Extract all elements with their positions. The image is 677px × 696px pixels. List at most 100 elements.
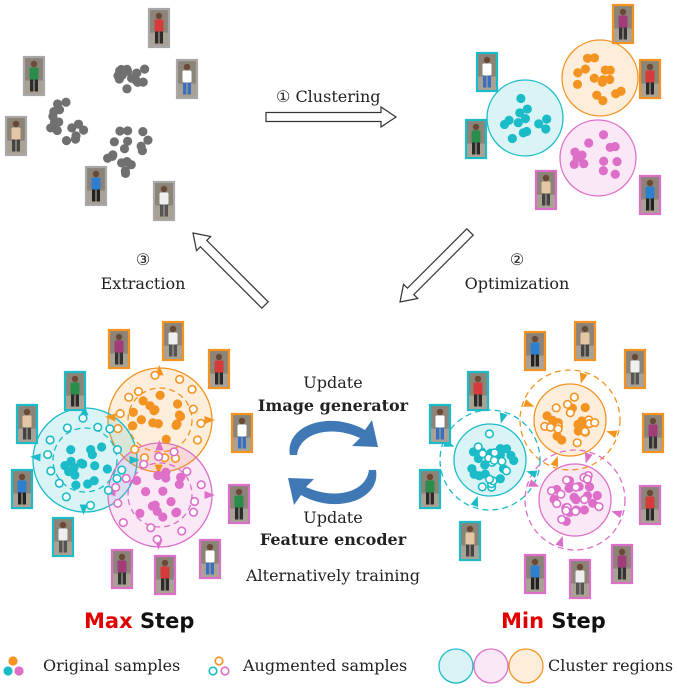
original-sample-dot bbox=[141, 487, 151, 497]
augmented-sample-ring bbox=[130, 444, 140, 454]
unlabeled-sample-dot bbox=[120, 168, 131, 178]
legend-cluster-orange bbox=[508, 648, 544, 684]
thumbnail-ground bbox=[626, 373, 644, 387]
original-sample-dot bbox=[579, 159, 589, 169]
person-thumbnail bbox=[147, 7, 171, 49]
thumbnail-leg-right bbox=[27, 427, 31, 440]
augmented-sample-ring bbox=[150, 370, 160, 380]
original-sample-dot bbox=[572, 153, 582, 163]
thumbnail-torso bbox=[17, 480, 27, 493]
thumbnail-torso bbox=[648, 424, 658, 437]
augmented-sample-ring bbox=[553, 424, 563, 434]
thumbnail-leg-left bbox=[426, 492, 430, 505]
augmented-sample-ring bbox=[152, 534, 162, 545]
unlabeled-sample-dot bbox=[109, 137, 119, 147]
pull-in-arrow bbox=[526, 470, 538, 479]
original-sample-dot bbox=[610, 169, 620, 179]
original-sample-dot bbox=[592, 90, 602, 100]
clustering-step-number: ① bbox=[276, 87, 291, 106]
thumbnail-torso bbox=[541, 181, 551, 194]
thumbnail-leg-left bbox=[618, 567, 622, 580]
person-thumbnail bbox=[152, 180, 176, 222]
thumbnail-head bbox=[115, 333, 123, 341]
push-out-arrow bbox=[105, 413, 116, 422]
thumbnail-ground bbox=[641, 509, 659, 523]
thumbnail-ground bbox=[54, 541, 72, 555]
person-thumbnail bbox=[198, 538, 222, 580]
max-step-title: Max Step bbox=[84, 609, 194, 633]
person-thumbnail bbox=[207, 348, 231, 390]
thumbnail-head bbox=[215, 353, 223, 361]
thumbnail-ground bbox=[155, 205, 173, 219]
original-sample-dot bbox=[552, 431, 562, 441]
alternative-training-label: Alternatively training bbox=[245, 566, 421, 585]
thumbnail-head bbox=[426, 473, 434, 481]
extraction-step-text: Extraction bbox=[100, 274, 186, 293]
thumbnail-torso bbox=[473, 382, 483, 395]
person-thumbnail bbox=[466, 370, 490, 412]
max-step-highlight: Max bbox=[84, 609, 133, 633]
original-sample-dot bbox=[573, 68, 583, 78]
unlabeled-sample-dot bbox=[126, 160, 136, 170]
unlabeled-sample-dot bbox=[108, 150, 118, 160]
thumbnail-leg-left bbox=[238, 436, 242, 449]
augmented-sample-ring bbox=[133, 386, 144, 397]
thumbnail-leg-left bbox=[160, 204, 164, 217]
augmented-sample-ring bbox=[113, 423, 123, 434]
thumbnail-leg-left bbox=[646, 508, 650, 521]
thumbnail-leg-left bbox=[474, 394, 478, 407]
thumbnail-torso bbox=[237, 424, 247, 437]
thumbnail-leg-left bbox=[59, 540, 63, 553]
thumbnail-head bbox=[206, 543, 214, 551]
original-sample-dot bbox=[76, 458, 86, 468]
thumbnail-leg-right bbox=[187, 82, 191, 95]
pull-in-arrow bbox=[579, 372, 588, 384]
thumbnail-head bbox=[30, 60, 38, 68]
augmented-sample-ring bbox=[192, 435, 203, 445]
thumbnail-leg-right bbox=[476, 142, 480, 155]
augmented-sample-ring bbox=[118, 518, 128, 528]
thumbnail-ground bbox=[526, 578, 544, 592]
augmented-sample-ring bbox=[546, 486, 557, 496]
augmented-sample-ring bbox=[62, 423, 72, 433]
thumbnail-ground bbox=[156, 579, 174, 593]
augmented-sample-ring bbox=[196, 480, 206, 490]
original-sample-dot bbox=[612, 156, 622, 167]
thumbnail-head bbox=[92, 170, 100, 178]
thumbnail-leg-left bbox=[92, 189, 96, 202]
clustering-step-label: ① Clustering bbox=[276, 87, 381, 106]
augmented-sample-ring bbox=[46, 466, 56, 476]
person-thumbnail bbox=[638, 58, 662, 100]
feature-encoder-label: Feature encoder bbox=[259, 530, 407, 549]
person-thumbnail bbox=[175, 58, 199, 100]
thumbnail-ground bbox=[644, 437, 662, 451]
original-sample-dot bbox=[513, 118, 523, 128]
original-sample-dot bbox=[564, 483, 574, 494]
inner-boundary-orange bbox=[127, 387, 193, 453]
augmented-sample-ring bbox=[590, 418, 600, 428]
original-sample-dot bbox=[589, 53, 600, 63]
thumbnail-leg-left bbox=[466, 544, 470, 557]
thumbnail-leg-left bbox=[531, 354, 535, 367]
cycle-arrow-bottom bbox=[288, 470, 377, 505]
thumbnail-leg-right bbox=[164, 204, 168, 217]
original-sample-dot bbox=[171, 508, 181, 518]
thumbnail-ground bbox=[478, 76, 496, 90]
thumbnail-head bbox=[466, 525, 474, 533]
original-sample-dot bbox=[155, 390, 165, 400]
augmented-sample-ring bbox=[146, 523, 156, 533]
pull-in-arrow bbox=[611, 510, 623, 519]
thumbnail-head bbox=[169, 325, 177, 333]
thumbnail-torso bbox=[482, 63, 492, 76]
thumbnail-leg-left bbox=[161, 578, 165, 591]
thumbnail-torso bbox=[471, 130, 481, 143]
push-out-arrow bbox=[204, 490, 215, 500]
max-step-rest: Step bbox=[139, 609, 195, 633]
thumbnail-leg-right bbox=[16, 139, 20, 152]
thumbnail-head bbox=[576, 563, 584, 571]
thumbnail-head bbox=[646, 63, 654, 71]
thumbnail-ground bbox=[613, 568, 631, 582]
clustering-flow-arrow bbox=[265, 105, 398, 129]
augmented-sample-ring bbox=[484, 429, 495, 439]
thumbnail-leg-right bbox=[440, 427, 444, 440]
